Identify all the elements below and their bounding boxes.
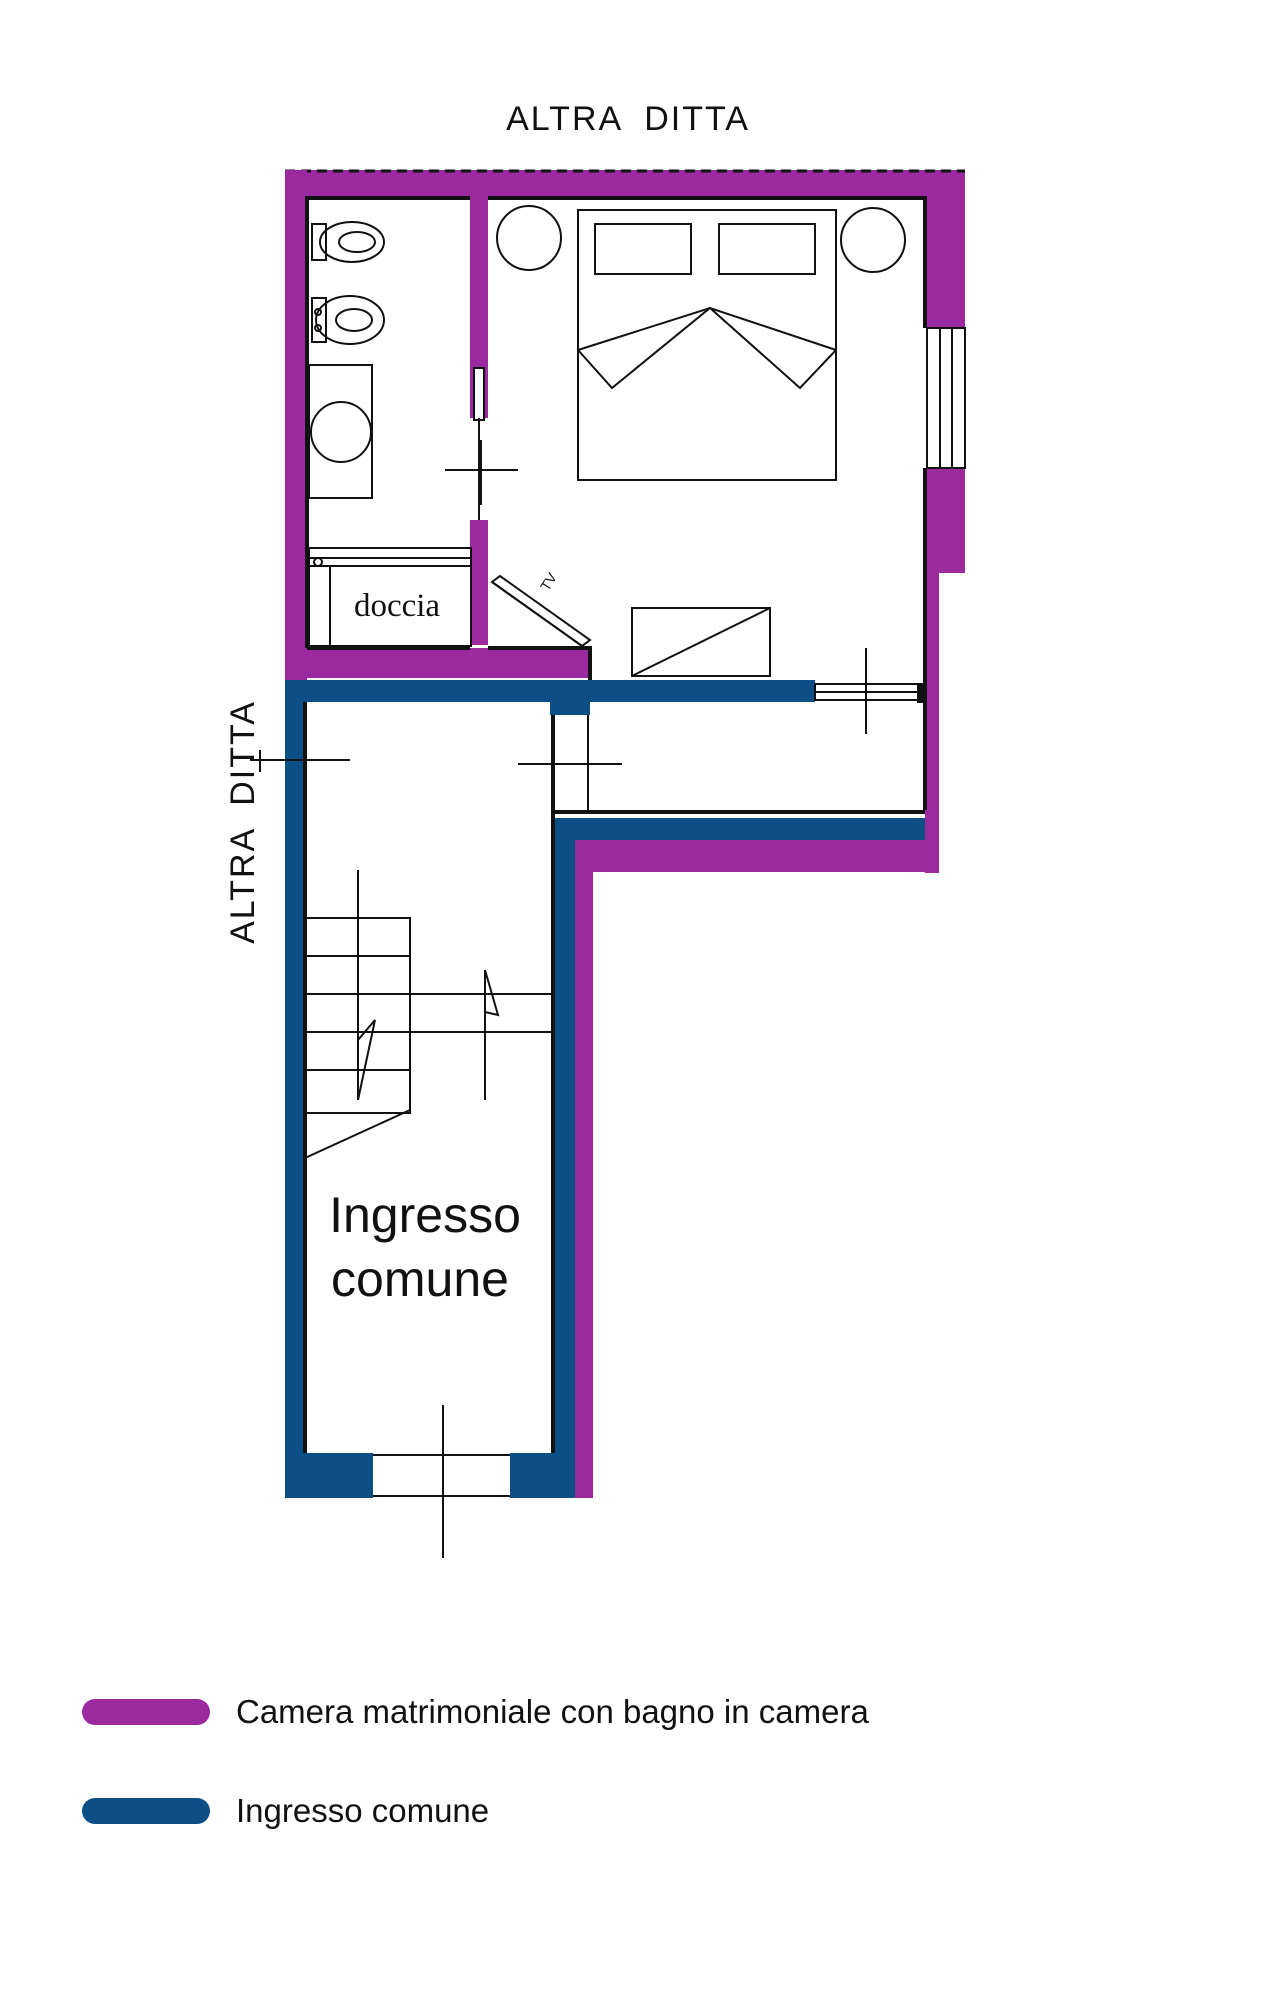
wall-right-upper xyxy=(925,196,965,328)
wc-icon xyxy=(311,221,385,263)
entrance-label-line1: Ingresso xyxy=(329,1187,521,1243)
double-bed-icon xyxy=(577,209,837,481)
entrance-door xyxy=(373,1405,510,1558)
entrance-label-line2: comune xyxy=(331,1251,509,1307)
staircase-icon xyxy=(304,870,553,1159)
bedroom-walls xyxy=(285,169,965,1498)
wall-bath-right xyxy=(470,196,488,418)
wall-top-purple xyxy=(285,170,965,196)
wall-blue-left xyxy=(285,680,305,1498)
legend-swatch-purple xyxy=(82,1699,210,1725)
nightstand-left-icon xyxy=(496,205,562,271)
outline-bed-room xyxy=(488,196,927,328)
wall-blue-landing xyxy=(553,818,925,840)
left-mark xyxy=(250,750,350,772)
wall-blue-bottom-left xyxy=(285,1453,373,1498)
sink-icon xyxy=(308,364,373,499)
bidet-icon xyxy=(311,295,385,345)
wall-right-lower xyxy=(925,573,939,873)
landing-door xyxy=(518,715,622,812)
wall-blue-pillar xyxy=(550,680,590,715)
outline-bath xyxy=(305,196,470,648)
bedroom-furniture xyxy=(490,205,906,677)
wall-right-mid xyxy=(925,468,965,573)
legend-item-bedroom: Camera matrimoniale con bagno in camera xyxy=(82,1693,869,1731)
legend-item-entrance: Ingresso comune xyxy=(82,1792,489,1830)
tv-unit-icon xyxy=(490,574,592,648)
wall-landing-purple xyxy=(575,838,939,872)
left-neighbor-label: ALTRA DITTA xyxy=(224,700,262,944)
window-right xyxy=(926,327,966,469)
nightstand-right-icon xyxy=(840,207,906,273)
outline-closet xyxy=(488,646,592,680)
wall-bottom-bath xyxy=(285,648,590,678)
entrance-walls xyxy=(285,680,925,1498)
wall-blue-bottom-right xyxy=(510,1453,575,1498)
top-neighbor-label: ALTRA DITTA xyxy=(506,100,750,138)
tv-label: TV xyxy=(537,569,560,593)
wall-bath-right-lower xyxy=(470,520,488,645)
bathroom-fixtures xyxy=(308,221,472,647)
wall-corridor-purple xyxy=(575,838,593,1498)
legend-label-entrance: Ingresso comune xyxy=(236,1792,490,1829)
wall-left-purple xyxy=(285,170,307,680)
shower-label: doccia xyxy=(354,588,440,624)
bedroom-door xyxy=(814,648,927,734)
bathroom-door xyxy=(445,367,518,520)
shower-tray xyxy=(308,547,472,647)
legend-swatch-blue xyxy=(82,1798,210,1824)
legend-label-bedroom: Camera matrimoniale con bagno in camera xyxy=(236,1693,869,1730)
wall-blue-right xyxy=(553,818,575,1498)
dresser-icon xyxy=(631,607,771,677)
